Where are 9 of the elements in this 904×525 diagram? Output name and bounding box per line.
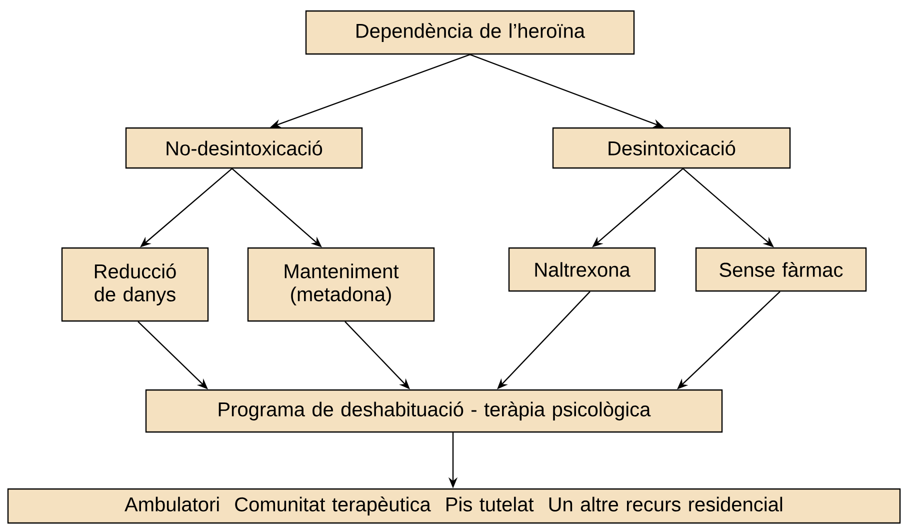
process-box: Programa de deshabituació - teràpia psicològica bbox=[145, 389, 723, 433]
process-box: Manteniment (metadona) bbox=[247, 247, 435, 322]
process-box: Naltrexona bbox=[508, 247, 656, 292]
process-box: No-desintoxicació bbox=[125, 127, 363, 169]
process-box: Reducció de danys bbox=[61, 247, 209, 322]
process-box: Ambulatori Comunitat terapèutica Pis tutelat Un altre recurs residencial bbox=[7, 488, 901, 524]
process-box: Desintoxicació bbox=[552, 127, 791, 169]
process-box: Sense fàrmac bbox=[695, 247, 867, 292]
process-box: Dependència de l’heroïna bbox=[305, 10, 635, 55]
